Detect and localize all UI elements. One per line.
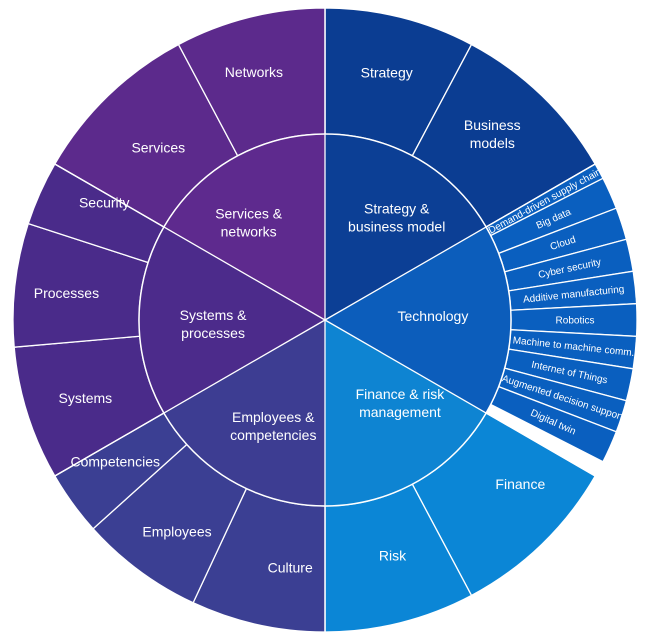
outer-label-culture: Culture xyxy=(268,560,313,576)
outer-label-systems-line: Systems xyxy=(58,390,112,406)
inner-label-finance: Finance & risk management xyxy=(356,386,446,420)
inner-label-finance-line: Finance & risk xyxy=(356,386,446,402)
outer-label-business-models: Business models xyxy=(464,117,521,151)
inner-ring xyxy=(54,8,596,632)
inner-label-strategy-line: business model xyxy=(348,219,445,235)
outer-label-competencies-line: Competencies xyxy=(71,453,161,469)
inner-label-services-line: Services & xyxy=(215,205,283,221)
outer-label-services: Services xyxy=(131,139,185,155)
outer-label-processes-line: Processes xyxy=(34,285,99,301)
outer-ring xyxy=(12,7,638,633)
inner-wedge-technology[interactable] xyxy=(325,227,511,413)
outer-label-networks-line: Networks xyxy=(225,64,283,80)
inner-wedge-services[interactable] xyxy=(163,134,325,320)
outer-label-business-models-line: Business xyxy=(464,117,521,133)
segment-divider xyxy=(324,319,596,477)
inner-wedge-systems[interactable] xyxy=(139,227,325,413)
outer-label-systems: Systems xyxy=(58,390,112,406)
outer-label-finance: Finance xyxy=(495,476,545,492)
inner-label-systems-line: Systems & xyxy=(180,307,248,323)
outer-label-risk: Risk xyxy=(379,548,407,564)
inner-label-strategy: Strategy & business model xyxy=(348,201,445,235)
inner-label-technology: Technology xyxy=(398,308,469,324)
outer-label-competencies: Competencies xyxy=(71,453,161,469)
outer-label-finance-line: Finance xyxy=(495,476,545,492)
outer-label-business-models-line: models xyxy=(470,135,515,151)
inner-wedge-finance[interactable] xyxy=(325,320,487,506)
inner-label-employees-line: Employees & xyxy=(232,409,315,425)
inner-label-employees-line: competencies xyxy=(230,427,316,443)
outer-label-services-line: Services xyxy=(131,139,185,155)
segment-divider xyxy=(54,163,326,321)
outer-label-security: Security xyxy=(79,195,130,211)
outer-label-employees-line: Employees xyxy=(142,523,211,539)
inner-label-services: Services & networks xyxy=(215,205,283,239)
inner-wedge-employees[interactable] xyxy=(163,320,325,506)
segment-divider xyxy=(54,319,326,477)
outer-label-strategy: Strategy xyxy=(361,65,413,81)
outer-label-robotics: Robotics xyxy=(556,316,595,327)
outer-label-employees: Employees xyxy=(142,523,211,539)
outer-label-security-line: Security xyxy=(79,195,130,211)
segment-divider xyxy=(324,163,596,321)
inner-label-employees: Employees & competencies xyxy=(230,409,316,443)
outer-label-strategy-line: Strategy xyxy=(361,65,413,81)
inner-label-strategy-line: Strategy & xyxy=(364,201,430,217)
outer-label-culture-line: Culture xyxy=(268,560,313,576)
inner-label-systems-line: processes xyxy=(181,325,245,341)
outer-label-risk-line: Risk xyxy=(379,548,407,564)
inner-label-services-line: networks xyxy=(221,223,277,239)
outer-label-robotics-line: Robotics xyxy=(556,316,595,327)
outer-label-networks: Networks xyxy=(225,64,283,80)
outer-label-processes: Processes xyxy=(34,285,99,301)
inner-label-systems: Systems & processes xyxy=(180,307,248,341)
inner-label-finance-line: management xyxy=(359,404,441,420)
inner-wedge-strategy[interactable] xyxy=(325,134,487,320)
inner-label-technology-line: Technology xyxy=(398,308,469,324)
